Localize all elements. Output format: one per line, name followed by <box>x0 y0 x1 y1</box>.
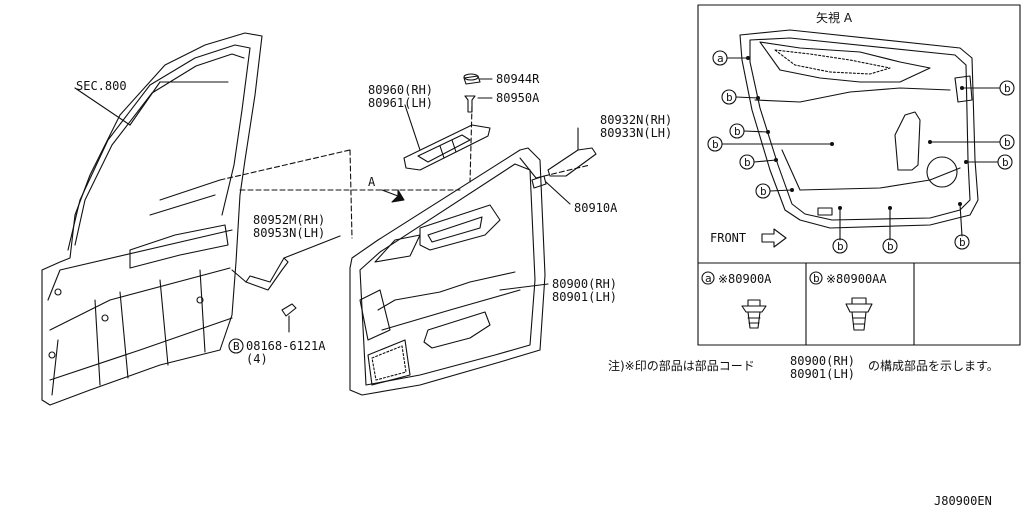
diagram-id: J80900EN <box>934 494 992 508</box>
circled-markers <box>228 50 1015 354</box>
cap-and-screw <box>463 73 493 113</box>
bolt-marker-letter: B <box>233 340 240 353</box>
view-a-frame <box>697 4 1021 264</box>
svg-text:b: b <box>734 125 741 138</box>
front-arrow <box>761 228 787 248</box>
note-code-rh: 80900(RH) <box>790 354 855 368</box>
label-molding-rh: 80932N(RH) <box>600 113 672 127</box>
front-label: FRONT <box>710 231 746 245</box>
label-bracket-rh: 80952M(RH) <box>253 213 325 227</box>
view-a-title: 矢視 A <box>816 10 853 25</box>
leader-dashes <box>219 105 591 239</box>
note-prefix: 注)※印の部品は部品コード <box>608 358 755 373</box>
label-trim-rh: 80900(RH) <box>552 277 617 291</box>
legend-a-marker: a <box>705 272 712 285</box>
label-cap: 80944R <box>496 72 540 86</box>
svg-text:b: b <box>837 240 844 253</box>
label-clip: 80910A <box>574 201 618 215</box>
view-a-trim-outline <box>739 29 979 229</box>
label-trim-lh: 80901(LH) <box>552 290 617 304</box>
belt-molding <box>547 127 597 177</box>
svg-text:b: b <box>959 236 966 249</box>
label-switch-rh: 80960(RH) <box>368 83 433 97</box>
label-bolt-qty: (4) <box>246 352 268 366</box>
clip-a-drawing <box>741 299 767 329</box>
svg-text:b: b <box>1004 136 1011 149</box>
part-leaders <box>129 81 549 291</box>
label-bracket-lh: 80953N(LH) <box>253 226 325 240</box>
label-molding-lh: 80933N(LH) <box>600 126 672 140</box>
svg-text:b: b <box>712 138 719 151</box>
svg-text:b: b <box>744 156 751 169</box>
legend-b-marker: b <box>813 272 820 285</box>
label-bolt: 08168-6121A <box>246 339 326 353</box>
label-view-arrow: A <box>368 175 376 189</box>
svg-text:b: b <box>1002 156 1009 169</box>
svg-text:b: b <box>726 91 733 104</box>
note-suffix: の構成部品を示します。 <box>868 358 999 373</box>
svg-text:b: b <box>1004 82 1011 95</box>
note-code-lh: 80901(LH) <box>790 367 855 381</box>
legend-a-part: ※80900A <box>718 272 772 286</box>
svg-text:b: b <box>760 185 767 198</box>
trim-clip <box>531 175 571 205</box>
regulator-bracket <box>231 235 341 333</box>
fastener-dots <box>746 56 968 210</box>
door-trim-panel <box>349 147 546 396</box>
svg-text:b: b <box>887 240 894 253</box>
door-frame <box>41 32 263 406</box>
label-screw: 80950A <box>496 91 540 105</box>
clip-b-drawing <box>845 297 873 331</box>
legend-b-part: ※80900AA <box>826 272 887 286</box>
label-sec: SEC.800 <box>76 79 127 93</box>
power-window-switch <box>403 124 491 171</box>
label-switch-lh: 80961(LH) <box>368 96 433 110</box>
view-a-arrow <box>381 189 405 203</box>
marker-leaders <box>721 57 1001 241</box>
svg-text:a: a <box>717 52 724 65</box>
legend-frame <box>697 262 1021 346</box>
